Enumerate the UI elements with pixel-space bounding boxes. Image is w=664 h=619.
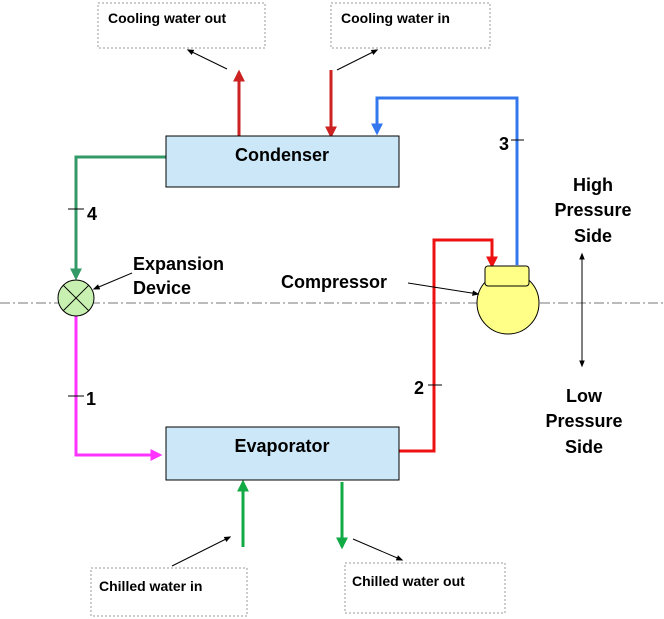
evaporator-label: Evaporator — [234, 436, 329, 456]
compressor-leader — [407, 282, 480, 296]
compressor-icon — [476, 265, 540, 335]
expansion-label-line2: Device — [133, 278, 191, 298]
cooling-water-out-box — [97, 2, 266, 49]
cooling-water-in-box — [330, 2, 491, 49]
point-1-label: 1 — [86, 389, 96, 409]
point-3-label: 3 — [499, 134, 509, 154]
refrigerant-line-3 — [371, 96, 519, 265]
high-pressure-line1: High — [573, 175, 613, 195]
cooling-water-out-label: Cooling water out — [108, 10, 227, 26]
chilled-out-leader — [352, 538, 404, 561]
expansion-valve-icon — [57, 279, 95, 317]
low-pressure-line1: Low — [566, 386, 603, 406]
chilled-water-in-box — [90, 567, 248, 617]
high-pressure-line3: Side — [574, 226, 612, 246]
high-pressure-line2: Pressure — [554, 200, 631, 220]
condenser-box — [165, 135, 400, 188]
expansion-label-line1: Expansion — [133, 254, 224, 274]
refrigerant-line-4 — [70, 155, 166, 281]
chilled-water-in-label: Chilled water in — [99, 578, 202, 594]
cooling-out-leader — [186, 49, 228, 70]
refrigerant-line-1 — [74, 316, 163, 461]
cooling-in-leader — [336, 49, 379, 71]
evaporator-box — [165, 426, 400, 481]
low-pressure-line3: Side — [565, 437, 603, 457]
chilled-water-out-label: Chilled water out — [352, 573, 465, 589]
chilled-water-out-box — [344, 562, 506, 614]
cooling-water-in-label: Cooling water in — [341, 10, 450, 26]
point-4-label: 4 — [87, 204, 97, 224]
expansion-leader — [92, 272, 133, 290]
point-2-label: 2 — [414, 378, 424, 398]
refrigerant-line-2 — [399, 238, 498, 453]
low-pressure-line2: Pressure — [545, 411, 622, 431]
compressor-label: Compressor — [281, 272, 387, 292]
chilled-in-leader — [171, 536, 232, 567]
condenser-label: Condenser — [235, 145, 329, 165]
